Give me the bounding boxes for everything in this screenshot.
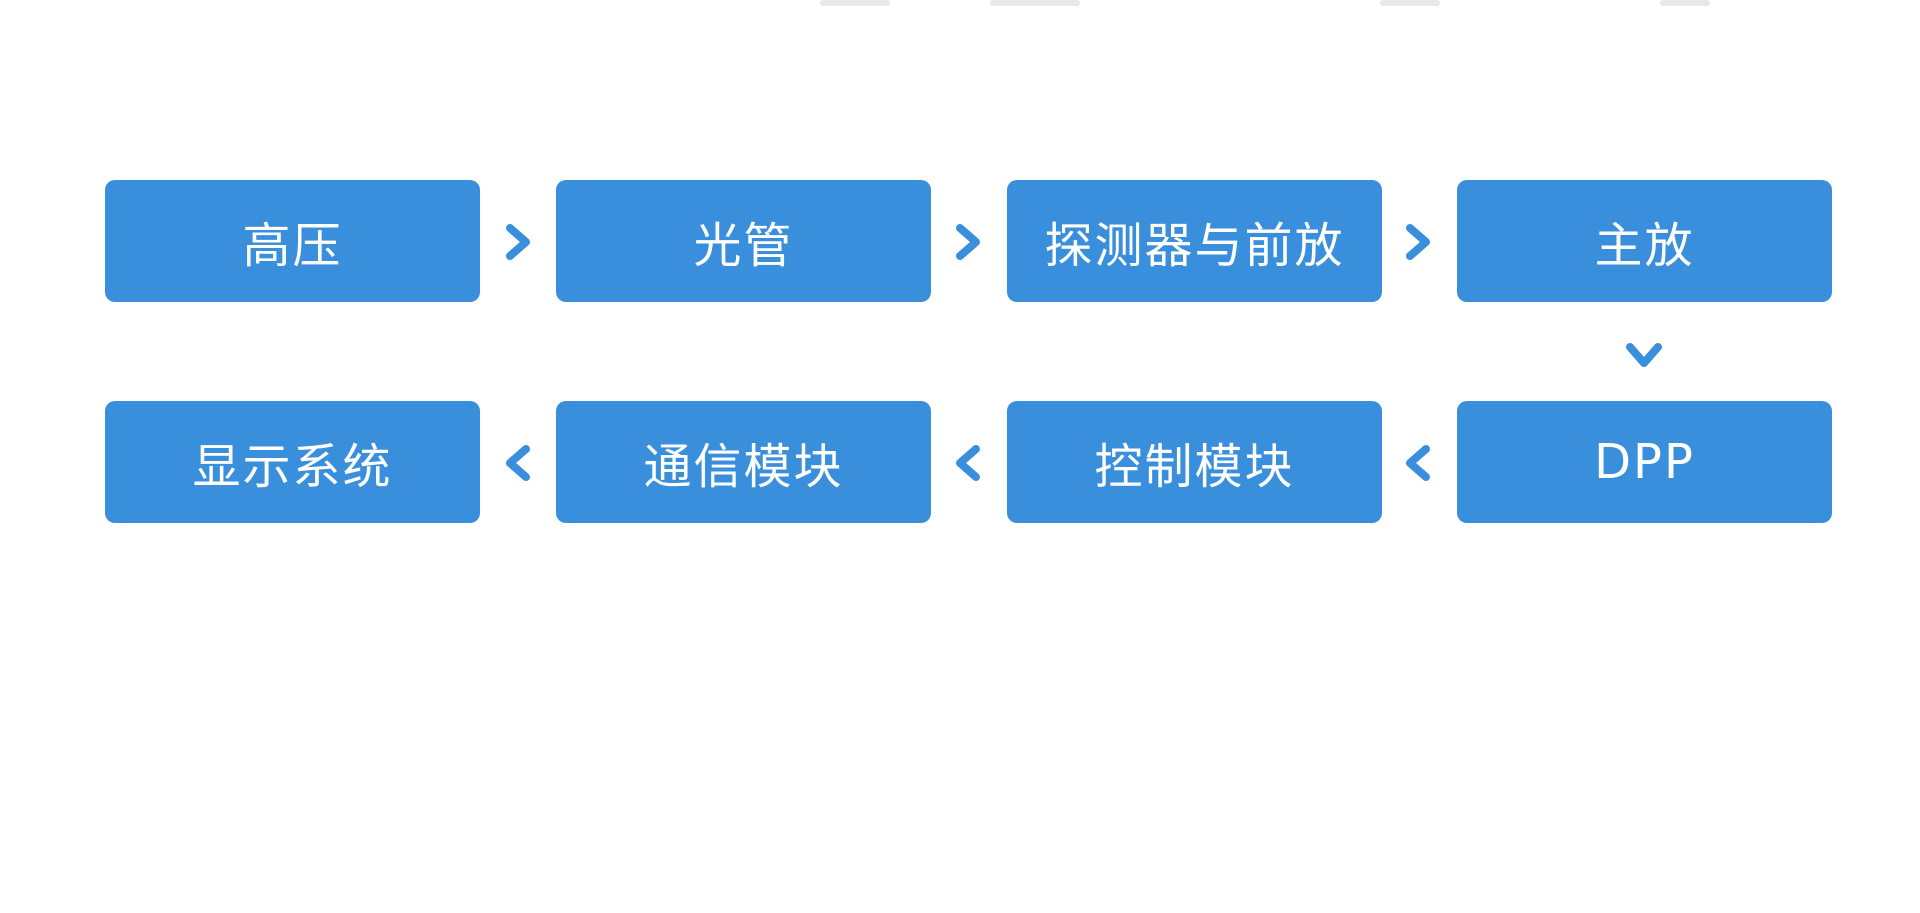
node-control-module: 控制模块: [1007, 401, 1382, 523]
node-communication-module: 通信模块: [556, 401, 931, 523]
cropped-top-fragment: [1660, 0, 1710, 6]
cropped-top-fragment: [990, 0, 1080, 6]
node-display-system: 显示系统: [105, 401, 480, 523]
node-high-voltage: 高压: [105, 180, 480, 302]
node-label: 高压: [242, 218, 343, 274]
chevron-right-icon: [498, 222, 538, 262]
node-label: 主放: [1594, 218, 1695, 274]
node-dpp: DPP: [1457, 401, 1832, 523]
node-label: 探测器与前放: [1044, 218, 1345, 274]
chevron-left-icon: [948, 443, 988, 483]
cropped-top-fragment: [820, 0, 890, 6]
chevron-left-icon: [1398, 443, 1438, 483]
node-label: 光管: [693, 218, 794, 274]
chevron-right-icon: [948, 222, 988, 262]
chevron-down-icon: [1624, 335, 1664, 375]
node-label: 通信模块: [643, 439, 844, 495]
node-main-amp: 主放: [1457, 180, 1832, 302]
node-light-tube: 光管: [556, 180, 931, 302]
node-label: DPP: [1594, 434, 1695, 490]
chevron-right-icon: [1398, 222, 1438, 262]
node-detector-preamp: 探测器与前放: [1007, 180, 1382, 302]
node-label: 显示系统: [192, 439, 393, 495]
chevron-left-icon: [498, 443, 538, 483]
node-label: 控制模块: [1094, 439, 1295, 495]
cropped-top-fragment: [1380, 0, 1440, 6]
